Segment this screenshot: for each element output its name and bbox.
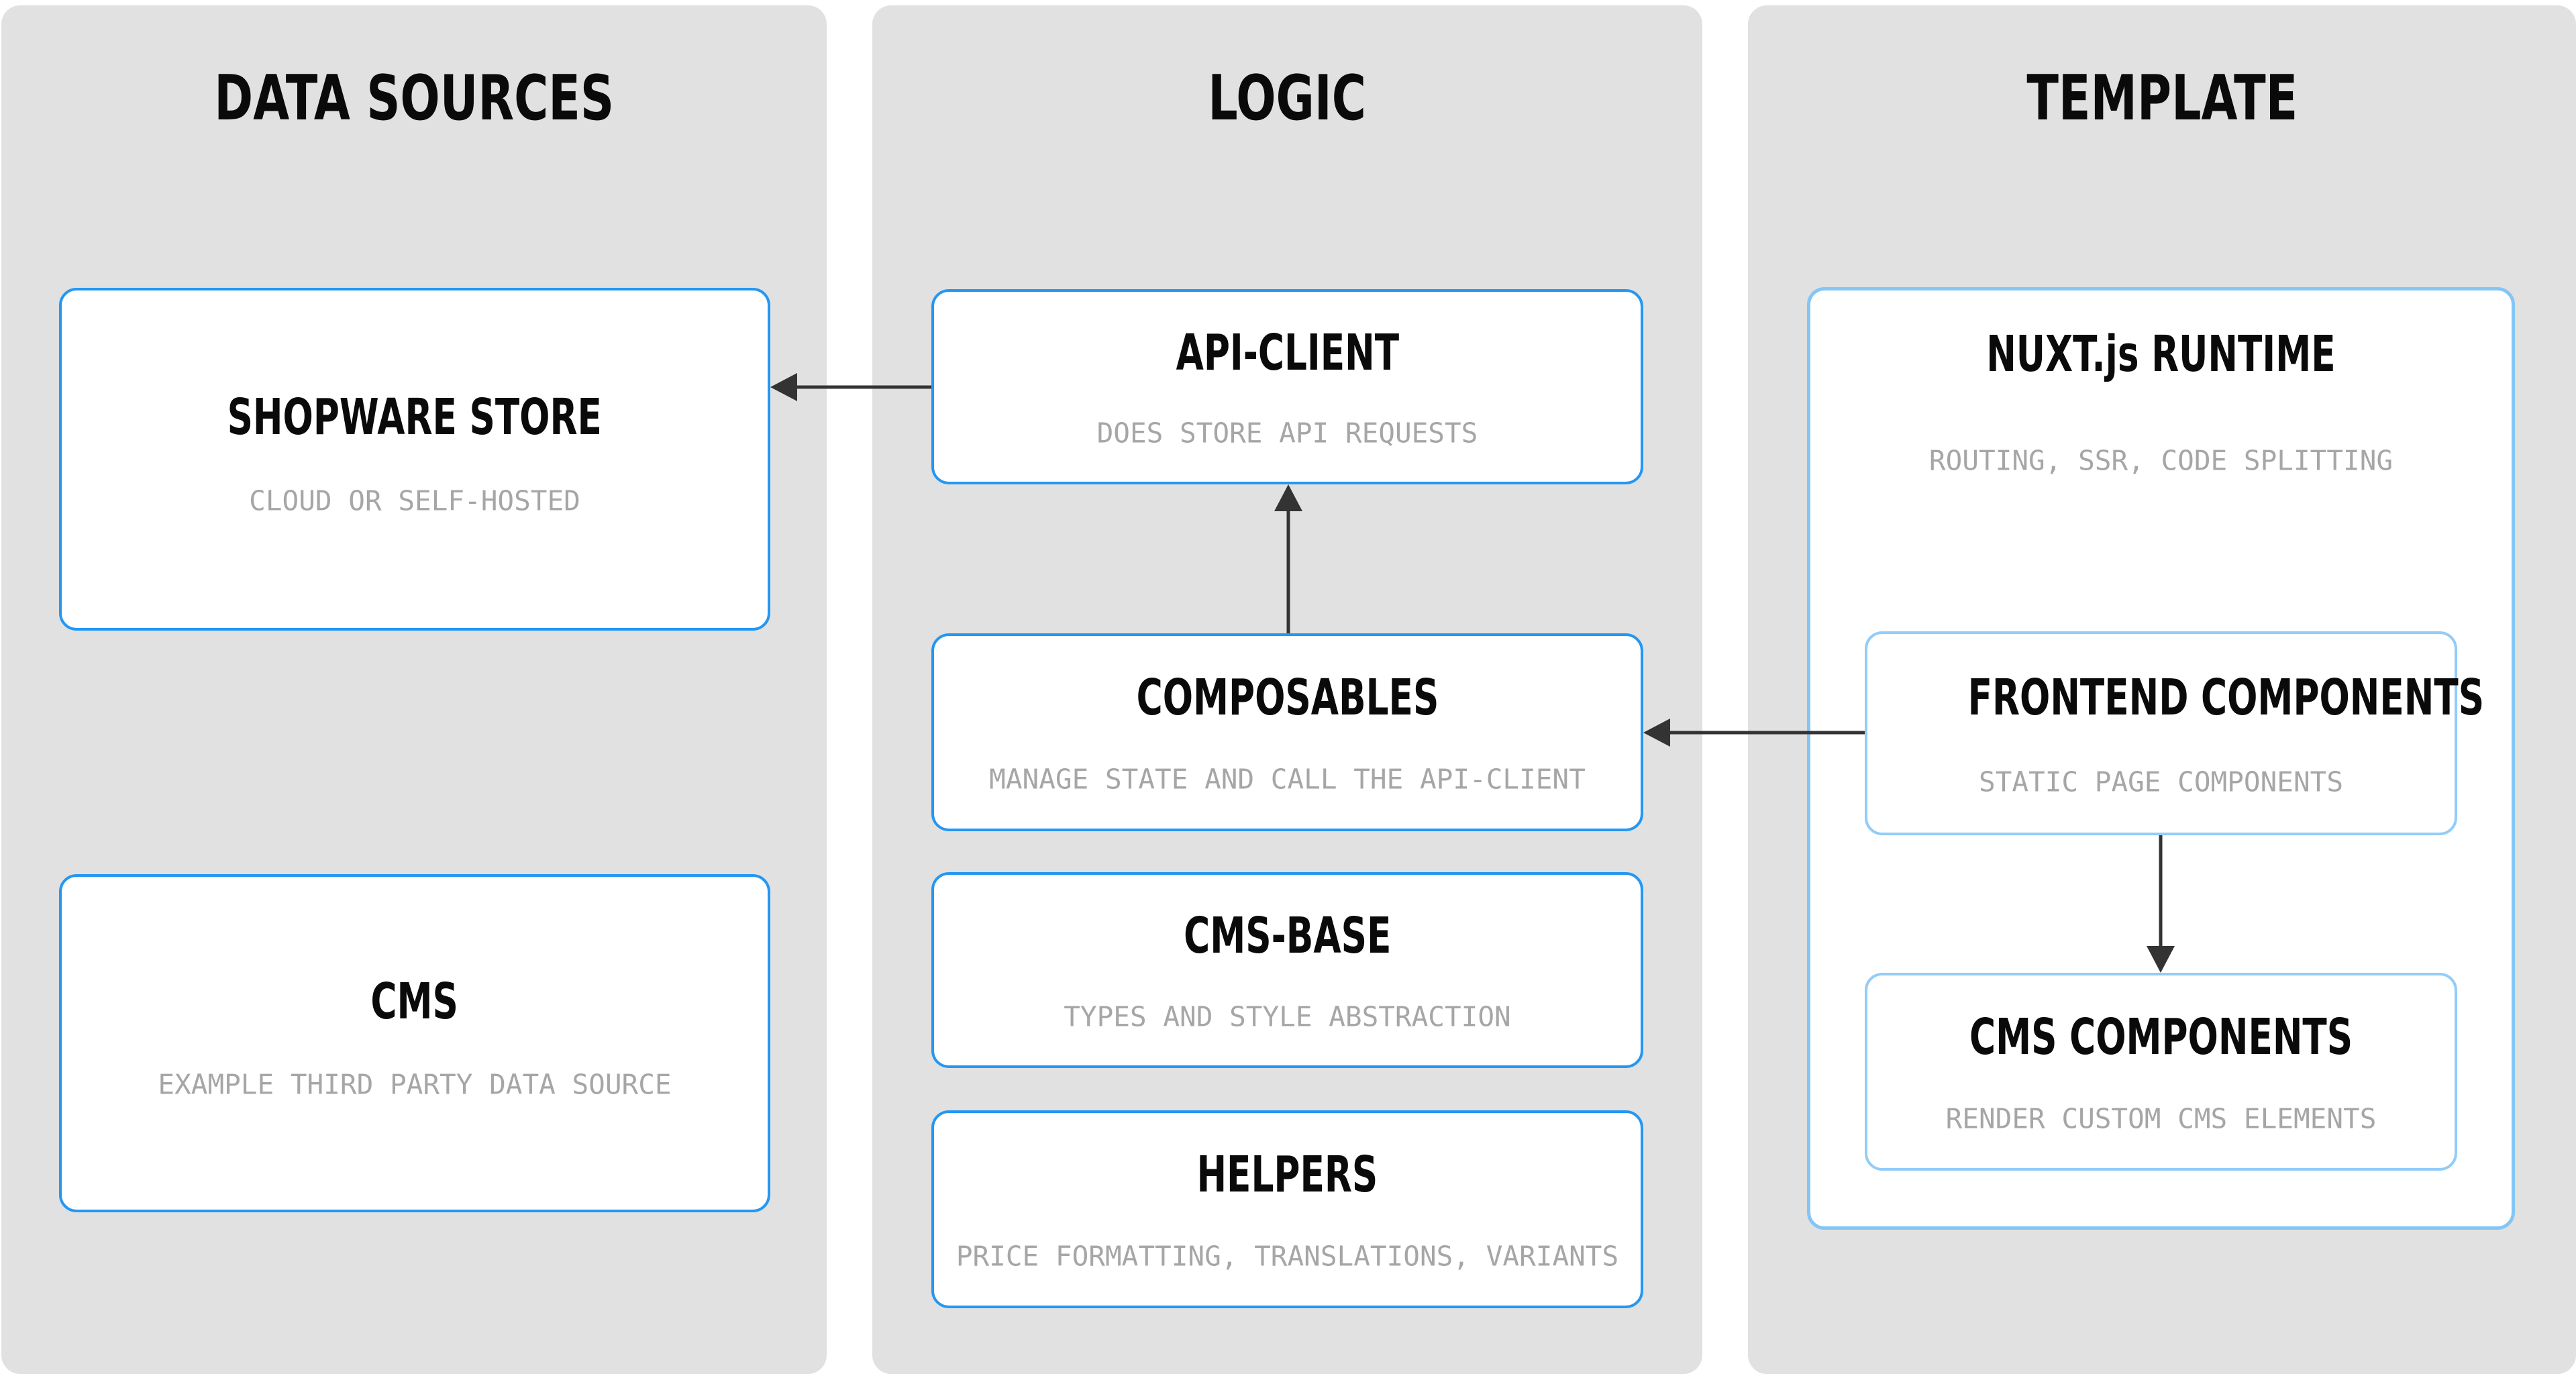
box-title: API-CLIENT	[1176, 323, 1399, 382]
box-api-client: API-CLIENT DOES STORE API REQUESTS	[931, 289, 1643, 484]
box-cms-components: CMS COMPONENTS RENDER CUSTOM CMS ELEMENT…	[1865, 973, 2457, 1171]
box-subtitle: TYPES AND STYLE ABSTRACTION	[1064, 1000, 1511, 1033]
box-helpers: HELPERS PRICE FORMATTING, TRANSLATIONS, …	[931, 1110, 1643, 1308]
panel-header-text: DATA SOURCES	[214, 62, 614, 134]
panel-header-template: TEMPLATE	[1748, 67, 2576, 129]
box-subtitle: CLOUD OR SELF-HOSTED	[249, 484, 580, 517]
box-title: FRONTEND COMPONENTS	[1967, 668, 2485, 727]
panel-logic: LOGIC API-CLIENT DOES STORE API REQUESTS…	[872, 5, 1702, 1374]
box-title: NUXT.js RUNTIME	[1986, 325, 2336, 383]
panel-header-text: LOGIC	[1208, 62, 1367, 134]
box-subtitle: EXAMPLE THIRD PARTY DATA SOURCE	[158, 1068, 672, 1101]
box-title: SHOPWARE STORE	[227, 388, 603, 446]
box-subtitle: ROUTING, SSR, CODE SPLITTING	[1928, 444, 2393, 477]
box-subtitle: STATIC PAGE COMPONENTS	[1978, 765, 2344, 798]
box-title: CMS-BASE	[1183, 906, 1392, 965]
box-cms-base: CMS-BASE TYPES AND STYLE ABSTRACTION	[931, 872, 1643, 1068]
box-title: CMS COMPONENTS	[1969, 1008, 2353, 1066]
panel-data-sources: DATA SOURCES SHOPWARE STORE CLOUD OR SEL…	[1, 5, 827, 1374]
box-subtitle: RENDER CUSTOM CMS ELEMENTS	[1945, 1102, 2377, 1135]
box-nuxt-runtime: NUXT.js RUNTIME ROUTING, SSR, CODE SPLIT…	[1807, 287, 2515, 1230]
panel-header-data-sources: DATA SOURCES	[1, 67, 827, 129]
box-shopware-store: SHOPWARE STORE CLOUD OR SELF-HOSTED	[59, 288, 770, 631]
panel-template: TEMPLATE NUXT.js RUNTIME ROUTING, SSR, C…	[1748, 5, 2576, 1374]
box-subtitle: DOES STORE API REQUESTS	[1096, 417, 1478, 449]
box-title: CMS	[370, 973, 459, 1030]
panel-header-text: TEMPLATE	[2026, 62, 2298, 134]
box-cms: CMS EXAMPLE THIRD PARTY DATA SOURCE	[59, 874, 770, 1212]
box-title: COMPOSABLES	[1136, 668, 1439, 727]
panel-header-logic: LOGIC	[872, 67, 1702, 129]
box-composables: COMPOSABLES MANAGE STATE AND CALL THE AP…	[931, 633, 1643, 831]
box-title: HELPERS	[1196, 1145, 1378, 1204]
box-subtitle: MANAGE STATE AND CALL THE API-CLIENT	[989, 763, 1586, 796]
box-subtitle: PRICE FORMATTING, TRANSLATIONS, VARIANTS	[956, 1240, 1619, 1273]
box-frontend-components: FRONTEND COMPONENTS STATIC PAGE COMPONEN…	[1865, 631, 2485, 835]
